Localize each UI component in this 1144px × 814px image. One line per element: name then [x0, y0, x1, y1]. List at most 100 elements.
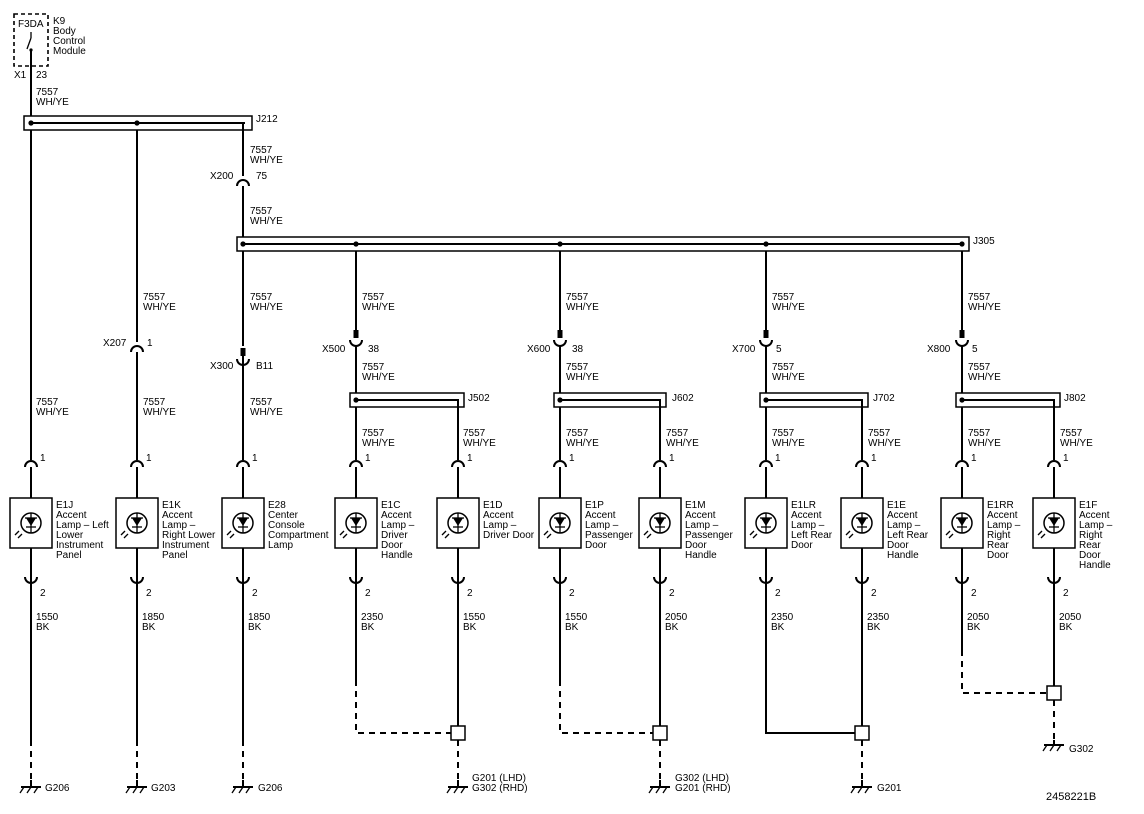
wire-label-color: WH/YE [250, 302, 283, 313]
wire-label-number: 7557 [362, 362, 385, 373]
lamp-connector-top [130, 460, 144, 468]
lamp-pin-in: 1 [871, 453, 877, 464]
splice-j702-label: J702 [873, 393, 895, 404]
lamp-pin-out: 2 [871, 588, 877, 599]
module-name-line-3: Control [53, 36, 85, 47]
lamp-pin-in: 1 [569, 453, 575, 464]
led-icon [339, 512, 367, 539]
ground-label: G302 (RHD) [472, 783, 528, 794]
led-icon [226, 512, 254, 539]
lamp-description-line: Left Rear [791, 530, 833, 541]
x207-pin: 1 [147, 338, 153, 349]
lamp-description-line: Accent [162, 510, 193, 521]
wire-label-color: WH/YE [250, 155, 283, 166]
ground-wire-number: 2350 [867, 612, 890, 623]
wire-label-number: 7557 [463, 428, 486, 439]
ground-wire-color: BK [248, 622, 262, 633]
ground-wire-color: BK [771, 622, 785, 633]
x200-pin: 75 [256, 171, 268, 182]
module-name-line-4: Module [53, 46, 86, 57]
lamp-description-line: Door [1079, 550, 1101, 561]
lamp-description-line: Door [685, 540, 707, 551]
lamp-connector-top [24, 460, 38, 468]
wire-labels: 7557 WH/YE 7557 WH/YE 7557 WH/YE 7557 WH… [36, 87, 1093, 449]
wire-label-color: WH/YE [772, 302, 805, 313]
splice-j602: J602 [553, 392, 694, 408]
lamp-description-line: Right Lower [162, 530, 216, 541]
wire-label-number: 7557 [968, 428, 991, 439]
lamp-description-line: Driver Door [483, 530, 535, 541]
lamp-pin-in: 1 [775, 453, 781, 464]
ground-label: G201 (RHD) [675, 783, 731, 794]
ground-icon [1042, 740, 1064, 752]
lamp-pin-out: 2 [775, 588, 781, 599]
lamp-description-line: Lamp [268, 540, 293, 551]
x800-pin: 5 [972, 344, 978, 355]
lamp-pin-in: 1 [971, 453, 977, 464]
wire-label-number: 7557 [868, 428, 891, 439]
ground-wire-color: BK [967, 622, 981, 633]
body-control-module: F3DA K9 Body Control Module X1 23 [13, 13, 86, 81]
lamp-description-line: Accent [987, 510, 1018, 521]
module-name-line-2: Body [53, 26, 76, 37]
x300-pin: B11 [256, 361, 273, 372]
inline-connector-x800: X800 5 [927, 330, 978, 355]
lamp-body [221, 497, 265, 549]
lamp-description-line: Accent [685, 510, 716, 521]
ground-wire-number: 1850 [248, 612, 271, 623]
lamp-description-line: Lamp – [381, 520, 415, 531]
lamp-description-line: Handle [887, 550, 919, 561]
ground-wire-number: 2050 [1059, 612, 1082, 623]
ground-g201: G201 [850, 780, 902, 794]
lamp-description-line: Lamp – [987, 520, 1021, 531]
lamp-id: E1RR [987, 500, 1014, 511]
x500-name: X500 [322, 344, 346, 355]
module-connector-label: X1 [14, 70, 27, 81]
lamp-description-line: Lower [56, 530, 84, 541]
lamp-description-line: Handle [381, 550, 413, 561]
lamp-id: E1E [887, 500, 906, 511]
lamp-id: E1M [685, 500, 706, 511]
lamp-pin-in: 1 [40, 453, 46, 464]
wire-label-color: WH/YE [362, 438, 395, 449]
splice-j305: J305 [236, 236, 995, 252]
lamp-description-line: Passenger [685, 530, 733, 541]
lamp-description-line: Right [987, 530, 1011, 541]
ground-wire-color: BK [36, 622, 50, 633]
inline-connector-x207: X207 1 [103, 338, 153, 353]
ground-wire-number: 2050 [665, 612, 688, 623]
inline-connector-x200: X200 75 [210, 171, 268, 187]
lamp-pin-out: 2 [146, 588, 152, 599]
ground-wire-color: BK [867, 622, 881, 633]
lamp-description-line: Accent [887, 510, 918, 521]
ground-icon [19, 780, 41, 794]
lamp-description-line: Instrument [162, 540, 209, 551]
ground-wire-number: 1550 [565, 612, 588, 623]
module-pin-label: 23 [36, 70, 48, 81]
wire-label-number: 7557 [250, 206, 273, 217]
wire-label-color: WH/YE [250, 407, 283, 418]
x800-name: X800 [927, 344, 951, 355]
ground-label: G206 [45, 783, 70, 794]
wire-label-number: 7557 [566, 362, 589, 373]
inline-connector-x300: X300 B11 [210, 348, 273, 372]
wire-label-color: WH/YE [36, 407, 69, 418]
wire-label-color: WH/YE [143, 407, 176, 418]
wire-label-color: WH/YE [566, 438, 599, 449]
lamp-id: E1LR [791, 500, 816, 511]
ground-g203: G203 [125, 780, 176, 794]
module-fuse-label: F3DA [18, 19, 44, 30]
ground-wire-color: BK [463, 622, 477, 633]
splice-j502-label: J502 [468, 393, 490, 404]
led-icon [120, 512, 148, 539]
led-icon [441, 512, 469, 539]
lamp-pin-out: 2 [467, 588, 473, 599]
wire-label-number: 7557 [968, 292, 991, 303]
wire-label-color: WH/YE [772, 438, 805, 449]
lamp-description-line: Lamp – [162, 520, 196, 531]
lamp-pin-in: 1 [1063, 453, 1069, 464]
x300-name: X300 [210, 361, 234, 372]
